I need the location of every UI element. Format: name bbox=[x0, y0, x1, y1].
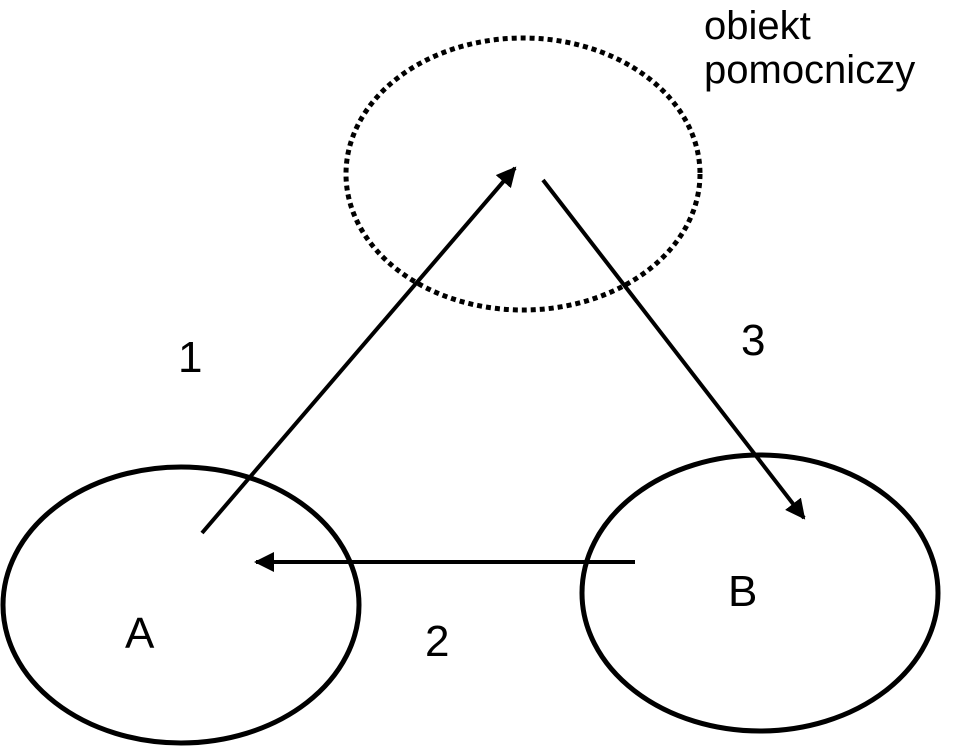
helper-object-label-line2: pomocniczy bbox=[704, 48, 916, 92]
arrow-2-label: 2 bbox=[425, 617, 450, 666]
node-a-label: A bbox=[125, 609, 155, 658]
arrow-3 bbox=[541, 178, 806, 520]
helper-object-label: obiekt pomocniczy bbox=[704, 4, 915, 92]
node-b-label: B bbox=[728, 567, 758, 616]
node-b-ellipse bbox=[579, 452, 941, 734]
helper-object-ellipse bbox=[343, 35, 703, 313]
arrow-3-label: 3 bbox=[741, 316, 766, 365]
node-a-ellipse bbox=[0, 464, 362, 746]
helper-object-label-line1: obiekt bbox=[704, 4, 811, 48]
arrow-1 bbox=[200, 166, 517, 535]
arrow-1-label: 1 bbox=[178, 333, 203, 382]
